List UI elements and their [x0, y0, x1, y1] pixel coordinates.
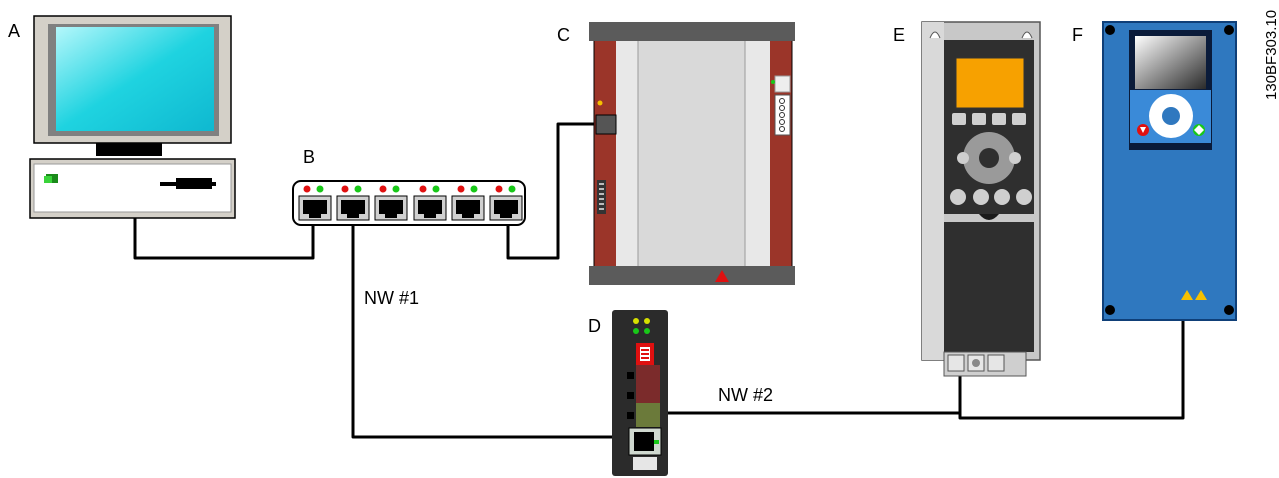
cable-nw2-drive-e-to-drive-f: [958, 318, 1185, 420]
label-d: D: [588, 316, 601, 336]
cable-pc-to-switch: [133, 218, 315, 260]
ethernet-switch: [292, 180, 526, 226]
gateway-terminal-2: [636, 403, 660, 427]
cable-nw1-switch-to-gateway: [351, 222, 614, 439]
label-e: E: [893, 25, 905, 45]
drive-e: [921, 21, 1041, 377]
cables: [133, 122, 1185, 439]
plc-left-frame: [594, 41, 616, 266]
switch-port-3: [374, 195, 408, 221]
plc-bottom-rail: [589, 266, 795, 285]
drive-f-warning-1: [1181, 290, 1193, 300]
drive-f-display: [1135, 36, 1206, 89]
drive-f: [1102, 21, 1237, 321]
label-nw2: NW #2: [718, 385, 773, 405]
drive-f-warning-2: [1195, 290, 1207, 300]
plc-right-frame: [770, 41, 792, 266]
plc-dip-switches: [597, 180, 606, 214]
switch-port-2: [336, 195, 370, 221]
plc-status-led: [597, 100, 603, 106]
drive-e-lower-cover: [944, 222, 1034, 352]
plc-ethernet-port: [595, 114, 617, 135]
label-a: A: [8, 21, 20, 41]
plc-center-panel: [616, 41, 770, 266]
monitor-neck: [96, 143, 162, 156]
drive-e-keys: [952, 113, 1026, 125]
plc-io-module-top: [774, 75, 791, 93]
switch-port-4: [413, 195, 447, 221]
gateway-module: [612, 310, 668, 476]
label-nw1: NW #1: [364, 288, 419, 308]
plc-controller: [589, 22, 795, 285]
monitor-screen: [56, 27, 214, 131]
label-f: F: [1072, 25, 1083, 45]
label-b: B: [303, 147, 315, 167]
cable-nw2-gateway-to-drive-e: [660, 372, 962, 415]
switch-port-leds: [303, 185, 516, 193]
drive-e-lcp-display: [955, 57, 1025, 109]
switch-ports: [298, 195, 523, 221]
drive-e-bottom-keys: [950, 189, 1032, 205]
figure-code: 130BF303.10: [1263, 10, 1279, 100]
label-c: C: [557, 25, 570, 45]
switch-port-6: [489, 195, 523, 221]
pc-workstation: [29, 15, 236, 219]
switch-port-1: [298, 195, 332, 221]
plc-top-rail: [589, 22, 795, 41]
gateway-terminal-1: [636, 365, 660, 403]
plc-warning-triangle: [715, 270, 729, 282]
switch-port-5: [451, 195, 485, 221]
plc-io-connector: [774, 94, 791, 136]
cable-switch-to-plc: [506, 122, 596, 260]
